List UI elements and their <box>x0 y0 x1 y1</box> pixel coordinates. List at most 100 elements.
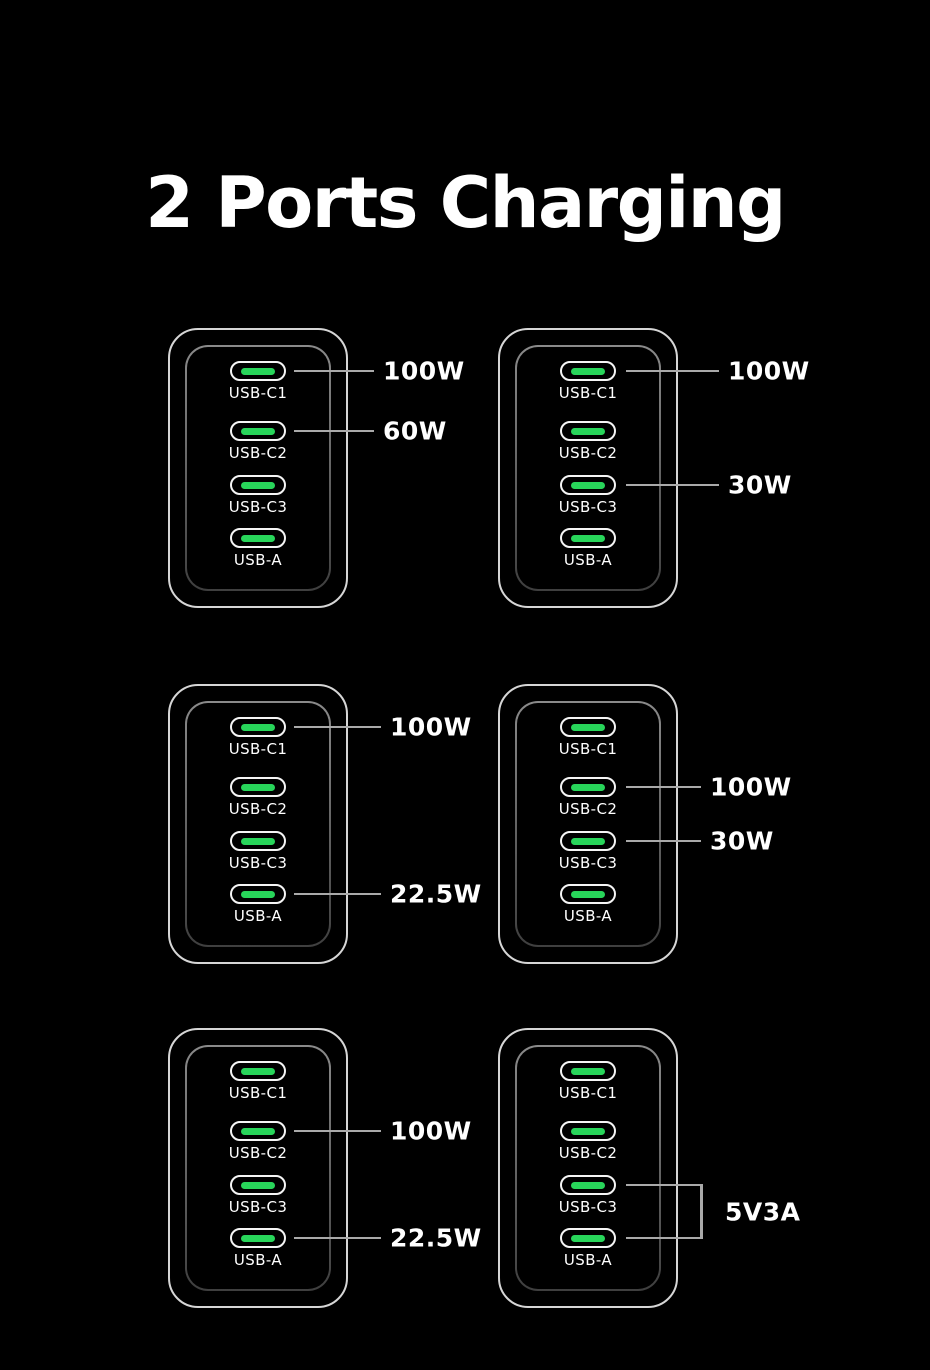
port-pin <box>241 723 275 731</box>
port-row: USB-A <box>498 528 678 569</box>
port-pin <box>241 534 275 542</box>
port-label: USB-C3 <box>558 1198 618 1216</box>
charger-outer-shell <box>498 1028 678 1308</box>
port-row: USB-C1 <box>168 717 348 758</box>
port-row: USB-A <box>498 1228 678 1269</box>
port-label: USB-C1 <box>558 384 618 402</box>
usb-c3-port-icon <box>560 1175 616 1195</box>
port-label: USB-A <box>563 907 613 925</box>
port-row: USB-C2 <box>168 777 348 818</box>
port-label: USB-A <box>563 551 613 569</box>
usb-c2-port-icon <box>230 777 286 797</box>
port-label: USB-C2 <box>558 444 618 462</box>
usb-a-port-icon <box>560 1228 616 1248</box>
port-row: USB-A <box>168 884 348 925</box>
port-row: USB-C2 <box>168 421 348 462</box>
usb-c3-port-icon <box>230 475 286 495</box>
usb-c2-port-icon <box>230 421 286 441</box>
port-label: USB-A <box>233 551 283 569</box>
charger-outer-shell <box>168 328 348 608</box>
charger-inner-shell <box>185 701 331 947</box>
usb-a-port-icon <box>230 528 286 548</box>
port-row: USB-A <box>168 1228 348 1269</box>
port-row: USB-C3 <box>498 1175 678 1216</box>
port-pin <box>571 1067 605 1075</box>
power-label: 22.5W <box>390 879 482 909</box>
usb-a-port-icon <box>560 528 616 548</box>
port-pin <box>241 837 275 845</box>
charger-inner-shell <box>185 345 331 591</box>
usb-c1-port-icon <box>230 717 286 737</box>
port-row: USB-C2 <box>498 777 678 818</box>
callout-line <box>626 369 719 373</box>
power-label: 100W <box>383 356 465 386</box>
port-pin <box>571 837 605 845</box>
port-pin <box>571 783 605 791</box>
power-label: 30W <box>728 470 792 500</box>
usb-a-port-icon <box>230 884 286 904</box>
bracket-vertical-line <box>700 1183 703 1240</box>
port-row: USB-C2 <box>498 1121 678 1162</box>
page-title: 2 Ports Charging <box>145 162 786 244</box>
port-pin <box>571 534 605 542</box>
callout-line <box>626 483 719 487</box>
port-pin <box>571 890 605 898</box>
usb-c2-port-icon <box>560 1121 616 1141</box>
power-label: 30W <box>710 826 774 856</box>
usb-c3-port-icon <box>560 475 616 495</box>
port-label: USB-A <box>233 1251 283 1269</box>
port-pin <box>241 890 275 898</box>
port-label: USB-C1 <box>228 1084 288 1102</box>
port-pin <box>571 367 605 375</box>
usb-c1-port-icon <box>560 717 616 737</box>
charger-outer-shell <box>168 1028 348 1308</box>
port-row: USB-C1 <box>498 717 678 758</box>
port-label: USB-C3 <box>558 854 618 872</box>
usb-c1-port-icon <box>230 1061 286 1081</box>
charger-outer-shell <box>498 684 678 964</box>
port-row: USB-C1 <box>168 361 348 402</box>
power-label: 5V3A <box>725 1197 801 1226</box>
port-pin <box>241 481 275 489</box>
port-label: USB-A <box>563 1251 613 1269</box>
usb-c1-port-icon <box>560 1061 616 1081</box>
callout-line <box>294 1236 381 1240</box>
port-label: USB-C2 <box>228 444 288 462</box>
callout-line <box>626 785 701 789</box>
callout-line <box>294 369 374 373</box>
port-label: USB-C3 <box>558 498 618 516</box>
port-row: USB-C2 <box>168 1121 348 1162</box>
usb-c3-port-icon <box>230 1175 286 1195</box>
power-label: 100W <box>390 712 472 742</box>
bracket-line <box>626 1183 703 1187</box>
power-label: 22.5W <box>390 1223 482 1253</box>
port-row: USB-C1 <box>498 1061 678 1102</box>
callout-line <box>294 725 381 729</box>
charger-inner-shell <box>515 701 661 947</box>
port-label: USB-C3 <box>228 1198 288 1216</box>
port-row: USB-C2 <box>498 421 678 462</box>
port-pin <box>571 1181 605 1189</box>
callout-line <box>294 892 381 896</box>
charger-outer-shell <box>498 328 678 608</box>
port-label: USB-C2 <box>228 1144 288 1162</box>
port-pin <box>571 1234 605 1242</box>
port-label: USB-C2 <box>228 800 288 818</box>
port-pin <box>241 367 275 375</box>
port-label: USB-C1 <box>228 384 288 402</box>
usb-a-port-icon <box>560 884 616 904</box>
port-label: USB-C2 <box>558 1144 618 1162</box>
port-row: USB-C3 <box>498 831 678 872</box>
port-label: USB-C1 <box>558 1084 618 1102</box>
power-label: 100W <box>390 1116 472 1146</box>
port-pin <box>241 1067 275 1075</box>
port-row: USB-C3 <box>498 475 678 516</box>
power-label: 60W <box>383 416 447 446</box>
usb-c3-port-icon <box>560 831 616 851</box>
